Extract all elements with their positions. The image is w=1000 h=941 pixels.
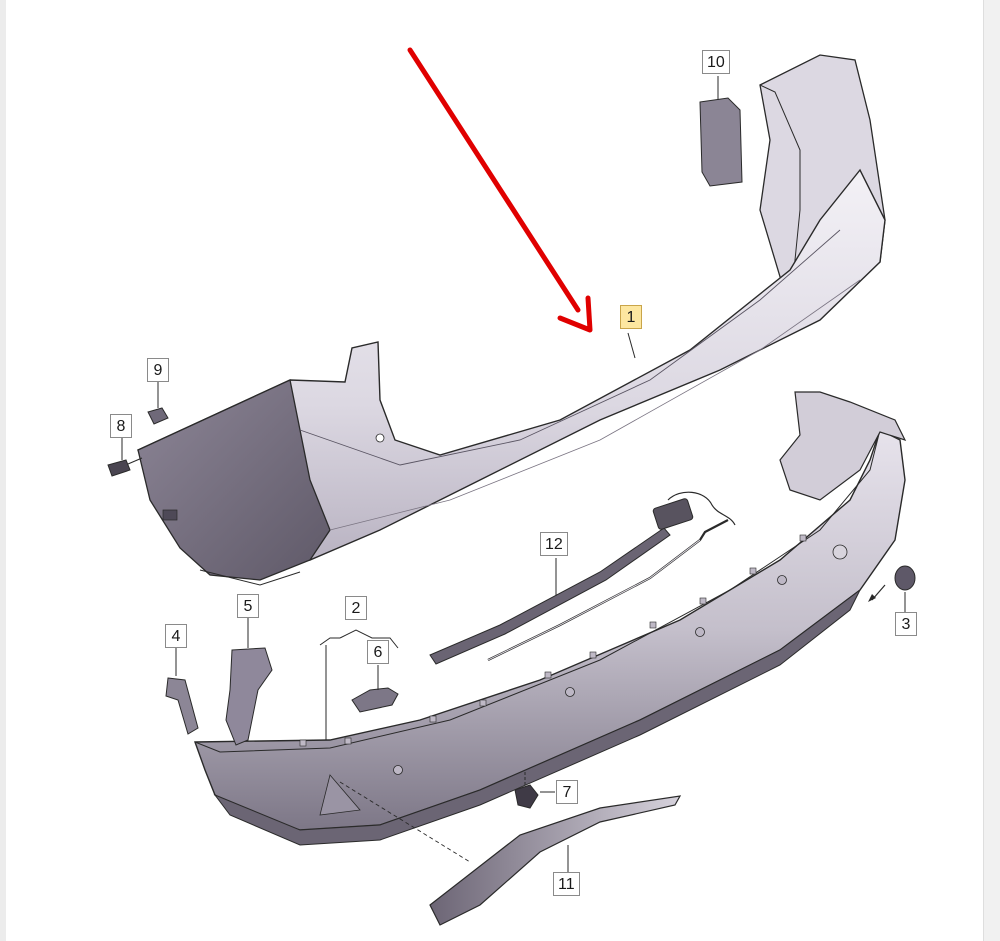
- frame-left-edge: [0, 0, 6, 941]
- part-2-leader-lines: [319, 629, 399, 740]
- trim-strip-part-11: [339, 781, 682, 926]
- bracket-part-4: [165, 648, 199, 735]
- callout-7[interactable]: 7: [556, 780, 578, 804]
- screw-part-8: [107, 437, 143, 477]
- callout-5[interactable]: 5: [237, 594, 259, 618]
- cover-plate-part-10: [699, 76, 743, 187]
- callout-10[interactable]: 10: [702, 50, 730, 74]
- callout-12[interactable]: 12: [540, 532, 568, 556]
- lower-bumper-diffuser: [194, 391, 907, 846]
- callout-2[interactable]: 2: [345, 596, 367, 620]
- clip-part-7: [514, 772, 555, 809]
- callout-4[interactable]: 4: [165, 624, 187, 648]
- clip-part-6: [351, 665, 399, 713]
- upper-bumper-cover: [136, 54, 886, 586]
- red-pointer-arrow: [407, 47, 593, 333]
- callout-9[interactable]: 9: [147, 358, 169, 382]
- callout-1[interactable]: 1: [620, 305, 642, 329]
- callout-3[interactable]: 3: [895, 612, 917, 636]
- nut-part-9: [147, 382, 169, 425]
- part-1-leader-line: [627, 332, 636, 359]
- callout-6[interactable]: 6: [367, 640, 389, 664]
- callout-11[interactable]: 11: [553, 872, 580, 896]
- side-guide-part-5: [225, 618, 273, 746]
- plug-cap-part-3: [868, 565, 916, 615]
- sensor-strip-part-12: [429, 491, 736, 665]
- frame-right-scrollbar[interactable]: [983, 0, 1000, 941]
- callout-8[interactable]: 8: [110, 414, 132, 438]
